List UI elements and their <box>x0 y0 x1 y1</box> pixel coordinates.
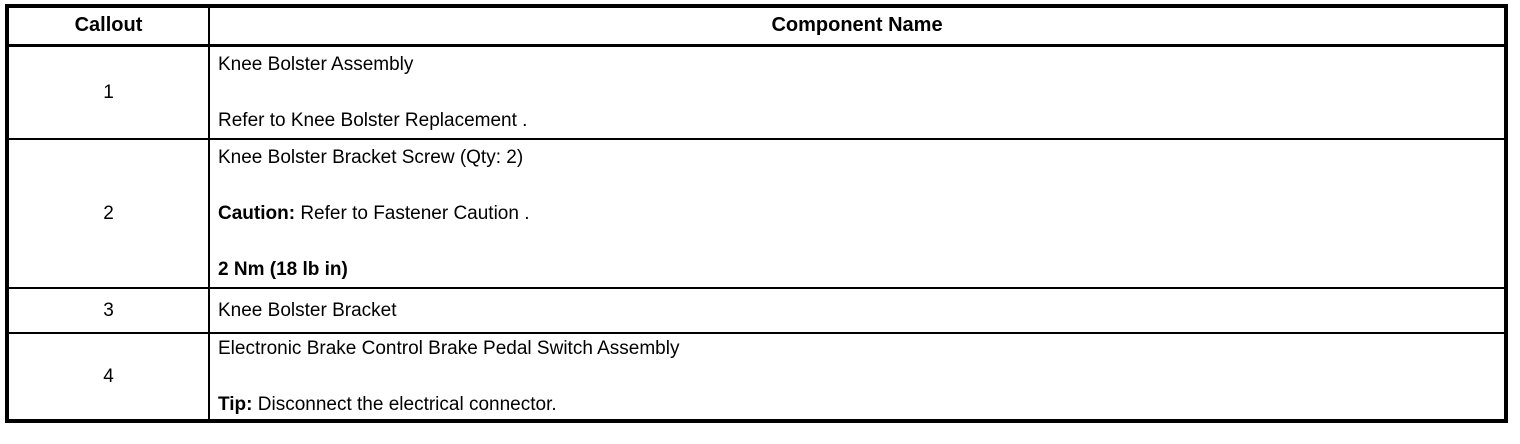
table-row: 3 Knee Bolster Bracket <box>6 287 1507 334</box>
header-row: Callout Component Name <box>6 5 1507 47</box>
component-name-cell: Knee Bolster Assembly Refer to Knee Bols… <box>208 44 1507 140</box>
tip-text: Disconnect the electrical connector. <box>252 394 557 415</box>
torque-spec: 2 Nm (18 lb in) <box>218 259 348 280</box>
component-text: Knee Bolster Bracket <box>218 300 397 321</box>
caution-note: Caution: Refer to Fastener Caution . <box>218 203 1494 224</box>
callout-number: 3 <box>6 287 210 334</box>
callout-number: 1 <box>6 44 210 140</box>
table-row: 2 Knee Bolster Bracket Screw (Qty: 2) Ca… <box>6 138 1507 289</box>
component-reference-text: Refer to Knee Bolster Replacement . <box>218 109 528 131</box>
component-text: Knee Bolster Assembly <box>218 53 414 75</box>
table-row: 4 Electronic Brake Control Brake Pedal S… <box>6 332 1507 422</box>
component-text: Knee Bolster Bracket Screw (Qty: 2) <box>218 147 524 168</box>
component-name-cell: Electronic Brake Control Brake Pedal Swi… <box>208 332 1507 422</box>
column-header-callout: Callout <box>6 5 210 47</box>
caution-label: Caution: <box>218 203 296 224</box>
callout-number: 2 <box>6 138 210 289</box>
tip-label: Tip: <box>218 394 253 415</box>
callout-number: 4 <box>6 332 210 422</box>
component-name-cell: Knee Bolster Bracket <box>208 287 1507 334</box>
caution-text: Refer to Fastener Caution . <box>295 203 530 224</box>
column-header-component-name: Component Name <box>208 5 1507 47</box>
component-name-cell: Knee Bolster Bracket Screw (Qty: 2) Caut… <box>208 138 1507 289</box>
tip-note: Tip: Disconnect the electrical connector… <box>218 394 1494 415</box>
table-row: 1 Knee Bolster Assembly Refer to Knee Bo… <box>6 44 1507 140</box>
component-callout-table: Callout Component Name 1 Knee Bolster As… <box>5 4 1508 423</box>
component-text: Electronic Brake Control Brake Pedal Swi… <box>218 338 680 359</box>
